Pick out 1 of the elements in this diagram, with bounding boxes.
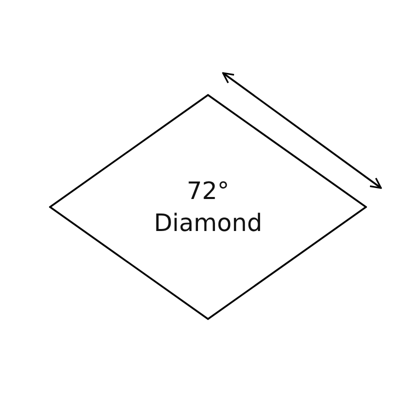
- shape-label: 72° Diamond: [152, 176, 264, 239]
